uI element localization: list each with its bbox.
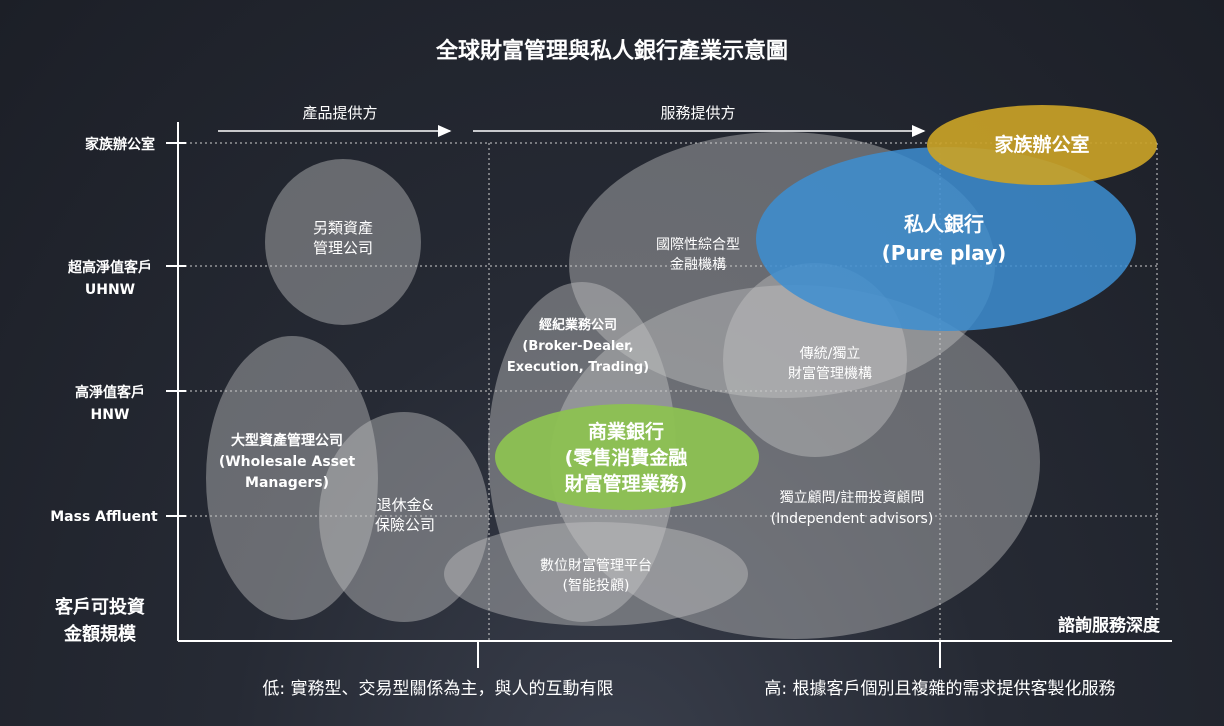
ellipse-pension-insurance — [319, 412, 489, 622]
tier-label-line: HNW — [91, 407, 130, 423]
entity-label-independent-advisors: 獨立顧問/註冊投資顧問 (Independent advisors) — [771, 490, 934, 527]
entity-label-family-office: 家族辦公室 — [994, 133, 1089, 156]
entity-label-international-finance-line: 金融機構 — [670, 257, 726, 273]
entity-shapes — [206, 105, 1157, 639]
tier-label-line: Mass Affluent — [50, 509, 158, 525]
entity-label-commercial-bank-line: 財富管理業務) — [565, 472, 688, 495]
entity-label-broker-dealer-line: 經紀業務公司 — [539, 317, 617, 333]
entity-label-international-finance: 國際性綜合型金融機構 — [656, 237, 740, 273]
tier-label: Mass Affluent — [50, 509, 158, 525]
entity-label-alt-asset-line: 另類資產 — [313, 219, 373, 237]
tier-label-line: 超高淨值客戶 — [67, 259, 152, 276]
entity-label-alt-asset-line: 管理公司 — [313, 239, 373, 257]
entity-label-traditional-independent: 傳統/獨立財富管理機構 — [788, 346, 872, 382]
tier-label: 高淨值客戶 HNW — [75, 384, 145, 423]
product-provider-label: 產品提供方 — [302, 104, 377, 122]
x-axis-low-label: 低: 實務型、交易型關係為主，與人的互動有限 — [262, 679, 613, 699]
tier-label-line: 高淨值客戶 — [75, 384, 145, 401]
entity-label-wholesale-asset-line: Managers) — [245, 475, 329, 491]
entity-label-independent-advisors-line: 獨立顧問/註冊投資顧問 — [780, 490, 925, 506]
entity-label-alt-asset: 另類資產管理公司 — [313, 219, 373, 257]
entity-label-broker-dealer-line: (Broker-Dealer, — [522, 339, 633, 354]
entity-label-private-bank-line: (Pure play) — [882, 241, 1007, 265]
ellipse-family-office — [927, 105, 1157, 185]
entity-label-commercial-bank-line: 商業銀行 — [588, 420, 664, 443]
entity-label-traditional-independent-line: 財富管理機構 — [788, 365, 872, 382]
entity-label-digital-platform: 數位財富管理平台 (智能投顧) — [540, 557, 652, 594]
diagram-title: 全球財富管理與私人銀行產業示意圖 — [435, 38, 788, 64]
ellipse-digital-platform — [444, 522, 748, 626]
entity-label-wholesale-asset-line: (Wholesale Asset — [219, 454, 356, 470]
entity-label-broker-dealer-line: Execution, Trading) — [507, 360, 649, 375]
service-provider-label: 服務提供方 — [660, 104, 735, 122]
ellipse-independent-advisors — [550, 285, 1040, 639]
entity-label-family-office-line: 家族辦公室 — [994, 133, 1089, 156]
entity-label-independent-advisors-line: (Independent advisors) — [771, 511, 934, 527]
entity-label-commercial-bank: 商業銀行 (零售消費金融財富管理業務) — [565, 420, 688, 495]
entity-label-broker-dealer: 經紀業務公司 (Broker-Dealer, Execution, Trading) — [507, 317, 649, 375]
y-axis-label: 客戶可投資金額規模 — [55, 596, 145, 645]
tier-label-line: 家族辦公室 — [85, 136, 155, 153]
tier-label: 超高淨值客戶 UHNW — [67, 259, 152, 298]
x-axis-high-label: 高: 根據客戶個別且複雜的需求提供客製化服務 — [764, 679, 1115, 699]
y-axis-label-line: 金額規模 — [63, 623, 137, 645]
entity-label-pension-insurance: 退休金&保險公司 — [375, 496, 435, 534]
entity-label-private-bank: 私人銀行 (Pure play) — [882, 212, 1007, 265]
x-axis-label: 諮詢服務深度 — [1058, 615, 1161, 636]
ellipse-commercial-bank — [495, 404, 759, 510]
entity-label-pension-insurance-line: 退休金& — [377, 496, 434, 514]
ellipse-private-bank — [756, 147, 1136, 331]
entity-label-pension-insurance-line: 保險公司 — [375, 516, 435, 534]
entity-label-international-finance-line: 國際性綜合型 — [656, 237, 740, 253]
entity-label-digital-platform-line: 數位財富管理平台 — [540, 557, 652, 574]
entity-label-wholesale-asset-line: 大型資產管理公司 — [231, 432, 343, 449]
entity-label-commercial-bank-line: (零售消費金融 — [565, 446, 688, 469]
tier-label-line: UHNW — [85, 282, 135, 298]
entity-label-private-bank-line: 私人銀行 — [904, 212, 984, 236]
entity-label-traditional-independent-line: 傳統/獨立 — [800, 346, 861, 362]
ellipse-wholesale-asset — [206, 336, 378, 620]
entity-label-digital-platform-line: (智能投顧) — [563, 578, 630, 594]
axes — [166, 122, 1172, 668]
ellipse-alt-asset — [265, 159, 421, 325]
tier-label: 家族辦公室 — [85, 136, 155, 153]
y-axis-label-line: 客戶可投資 — [55, 596, 145, 618]
